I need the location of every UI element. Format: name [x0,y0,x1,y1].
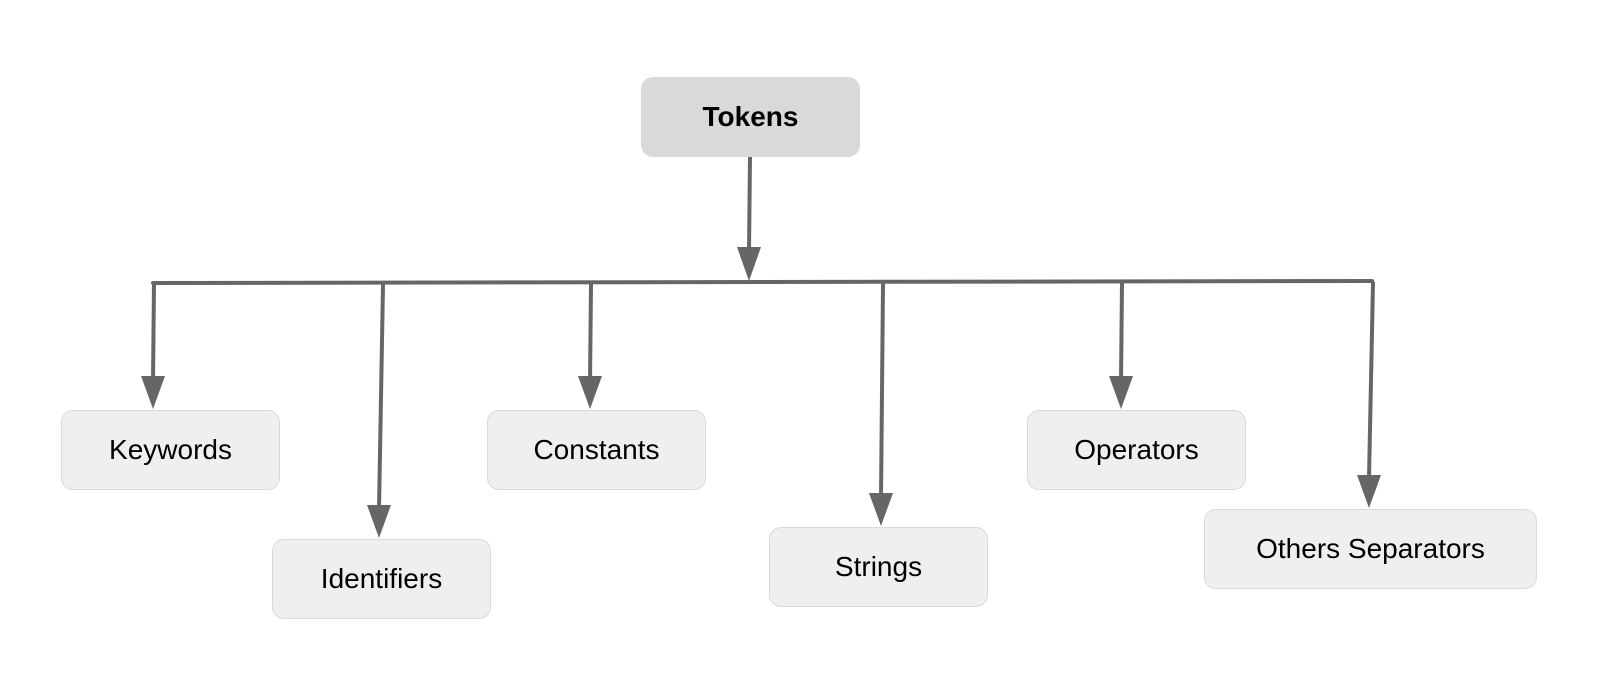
node-others-separators-label: Others Separators [1256,533,1485,564]
arrowhead-strings [869,493,893,526]
arrowhead-constants [578,376,602,409]
node-constants: Constants [487,410,706,490]
node-operators-label: Operators [1074,434,1199,465]
node-keywords: Keywords [61,410,280,490]
node-identifiers-label: Identifiers [320,563,443,594]
drop-line-identifiers [377,283,385,512]
node-strings-label: Strings [834,551,923,582]
arrowhead-keywords [141,376,165,409]
drop-line-keywords [151,281,156,384]
drop-line-operators [1119,281,1124,384]
root-stem-line [747,154,752,254]
node-tokens-label: Tokens [702,101,799,132]
node-tokens: Tokens [641,77,860,157]
node-keywords-label: Keywords [109,434,232,465]
bus-line [151,279,1374,285]
arrowhead-operators [1109,376,1133,409]
node-operators: Operators [1027,410,1246,490]
arrowhead-root [737,247,761,281]
node-others-separators: Others Separators [1204,509,1537,589]
drop-line-constants [588,283,593,384]
node-constants-label: Constants [533,434,660,465]
drop-line-strings [879,283,885,500]
arrowhead-identifiers [367,505,391,538]
node-strings: Strings [769,527,988,607]
node-identifiers: Identifiers [272,539,491,619]
arrowhead-others [1357,475,1381,508]
drop-line-others [1367,281,1375,480]
